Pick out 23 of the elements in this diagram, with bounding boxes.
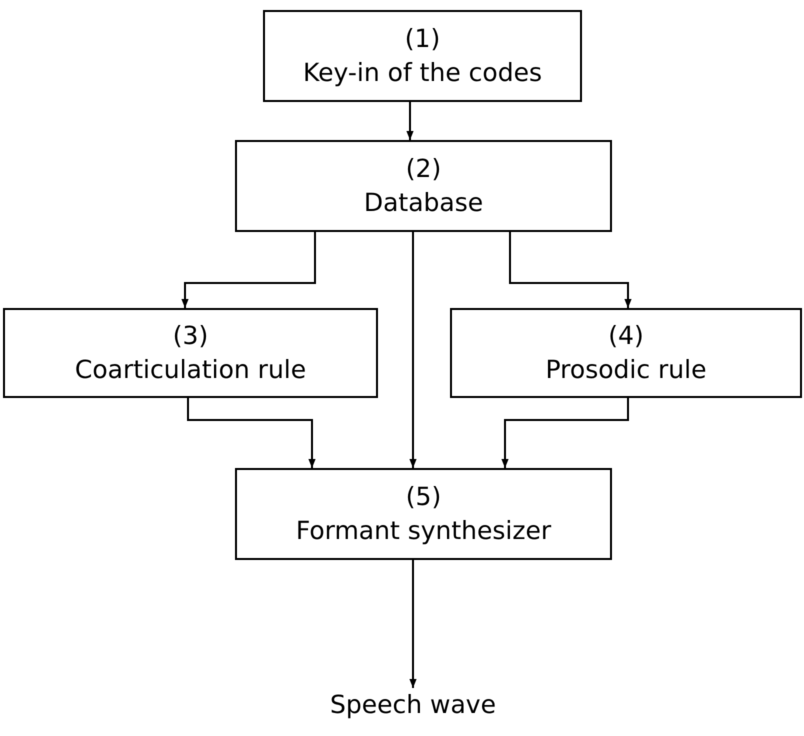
step-label: Key-in of the codes: [303, 57, 542, 89]
arrow: [181, 232, 316, 308]
process-box: [235, 468, 612, 560]
step-number: (1): [404, 23, 440, 55]
step-label: Coarticulation rule: [74, 354, 306, 386]
arrow: [187, 398, 316, 468]
arrow: [509, 232, 632, 308]
arrow: [406, 102, 414, 140]
arrow: [501, 398, 629, 468]
step-label: Formant synthesizer: [296, 515, 552, 547]
step-label: Prosodic rule: [546, 354, 706, 386]
step-number: (5): [406, 481, 442, 513]
process-box: [235, 140, 612, 232]
process-box: [263, 10, 582, 102]
arrow: [409, 232, 417, 468]
arrow: [409, 560, 417, 688]
step-number: (2): [406, 153, 442, 185]
process-box: [3, 308, 378, 398]
step-number: (3): [172, 320, 208, 352]
step-label: Database: [364, 187, 484, 219]
step-label: Speech wave: [330, 689, 496, 721]
process-box: [450, 308, 802, 398]
step-number: (4): [608, 320, 644, 352]
